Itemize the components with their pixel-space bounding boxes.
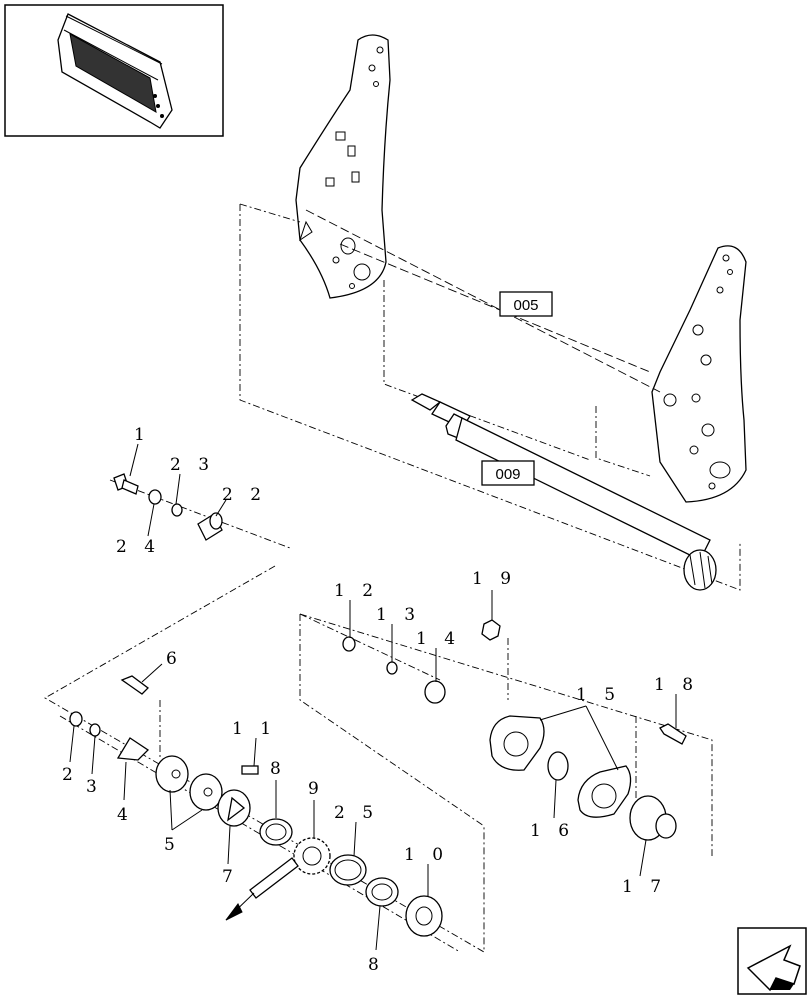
leader-lines — [69, 443, 677, 951]
callout-15: 1 5 — [576, 685, 621, 705]
washer-part-2 — [69, 711, 83, 727]
ring-part-25 — [329, 854, 367, 886]
callout-4: 4 — [117, 805, 134, 825]
callout-22: 2 2 — [222, 485, 267, 505]
callout-5: 5 — [164, 835, 181, 855]
bolt-part-18 — [659, 723, 687, 745]
svg-text:005: 005 — [513, 297, 538, 314]
callout-8-upper: 8 — [270, 759, 287, 779]
callout-19: 1 9 — [472, 569, 517, 589]
sprocket-part-9 — [293, 837, 331, 875]
callout-6: 6 — [166, 649, 183, 669]
callout-14: 1 4 — [416, 629, 461, 649]
bearing-part-16 — [547, 751, 569, 781]
callout-7: 7 — [222, 867, 239, 887]
reference-box-009[interactable]: 009 — [481, 460, 535, 486]
thumbnail-view-icon[interactable] — [4, 4, 224, 137]
callout-9: 9 — [308, 779, 325, 799]
callout-10: 1 0 — [404, 845, 449, 865]
callout-2: 2 — [62, 765, 79, 785]
spacer-part-14 — [424, 680, 446, 704]
drive-shaft — [410, 393, 717, 591]
nut-part-19 — [481, 619, 501, 641]
callout-1: 1 — [134, 425, 151, 445]
reference-box-005[interactable]: 005 — [499, 291, 553, 317]
bolt-part-1 — [113, 473, 139, 495]
bearing-flange-part-15b — [577, 765, 632, 818]
washer-part-12 — [342, 636, 356, 652]
triangle-cam-part-7 — [217, 789, 251, 827]
bushing-part-22 — [197, 512, 223, 541]
callout-16: 1 6 — [530, 821, 575, 841]
left-side-plate — [295, 34, 391, 299]
key-part-11 — [241, 765, 259, 775]
washer-part-23 — [171, 503, 183, 517]
bearing-flange-part-15a — [489, 715, 545, 771]
bolt-part-6 — [120, 675, 149, 695]
plate-part-5 — [155, 755, 223, 811]
callout-13: 1 3 — [376, 605, 421, 625]
callout-8-lower: 8 — [368, 955, 385, 975]
callout-18: 1 8 — [654, 675, 699, 695]
svg-text:009: 009 — [495, 466, 520, 483]
callout-12: 1 2 — [334, 581, 379, 601]
callout-11: 1 1 — [232, 719, 277, 739]
callout-3: 3 — [86, 777, 103, 797]
washer-part-24 — [148, 489, 162, 505]
callout-numbers: 1 2 3 2 2 2 4 1 2 1 3 1 4 1 9 6 1 1 1 5 … — [62, 425, 699, 975]
chain-part — [225, 857, 299, 921]
next-page-arrow-icon[interactable] — [737, 927, 807, 995]
ring-part-8a — [259, 818, 293, 846]
right-side-plate — [651, 245, 747, 503]
projection-lines — [44, 203, 741, 953]
callout-25: 2 5 — [334, 803, 379, 823]
callout-17: 1 7 — [622, 877, 667, 897]
pulley-part-10 — [405, 895, 443, 937]
callout-24: 2 4 — [116, 537, 161, 557]
washer-part-13 — [386, 661, 398, 675]
cam-plate-part-4 — [116, 737, 150, 761]
hub-part-17 — [629, 795, 677, 841]
ring-part-8b — [365, 877, 399, 907]
washer-part-3 — [89, 723, 101, 737]
callout-23: 2 3 — [170, 455, 215, 475]
